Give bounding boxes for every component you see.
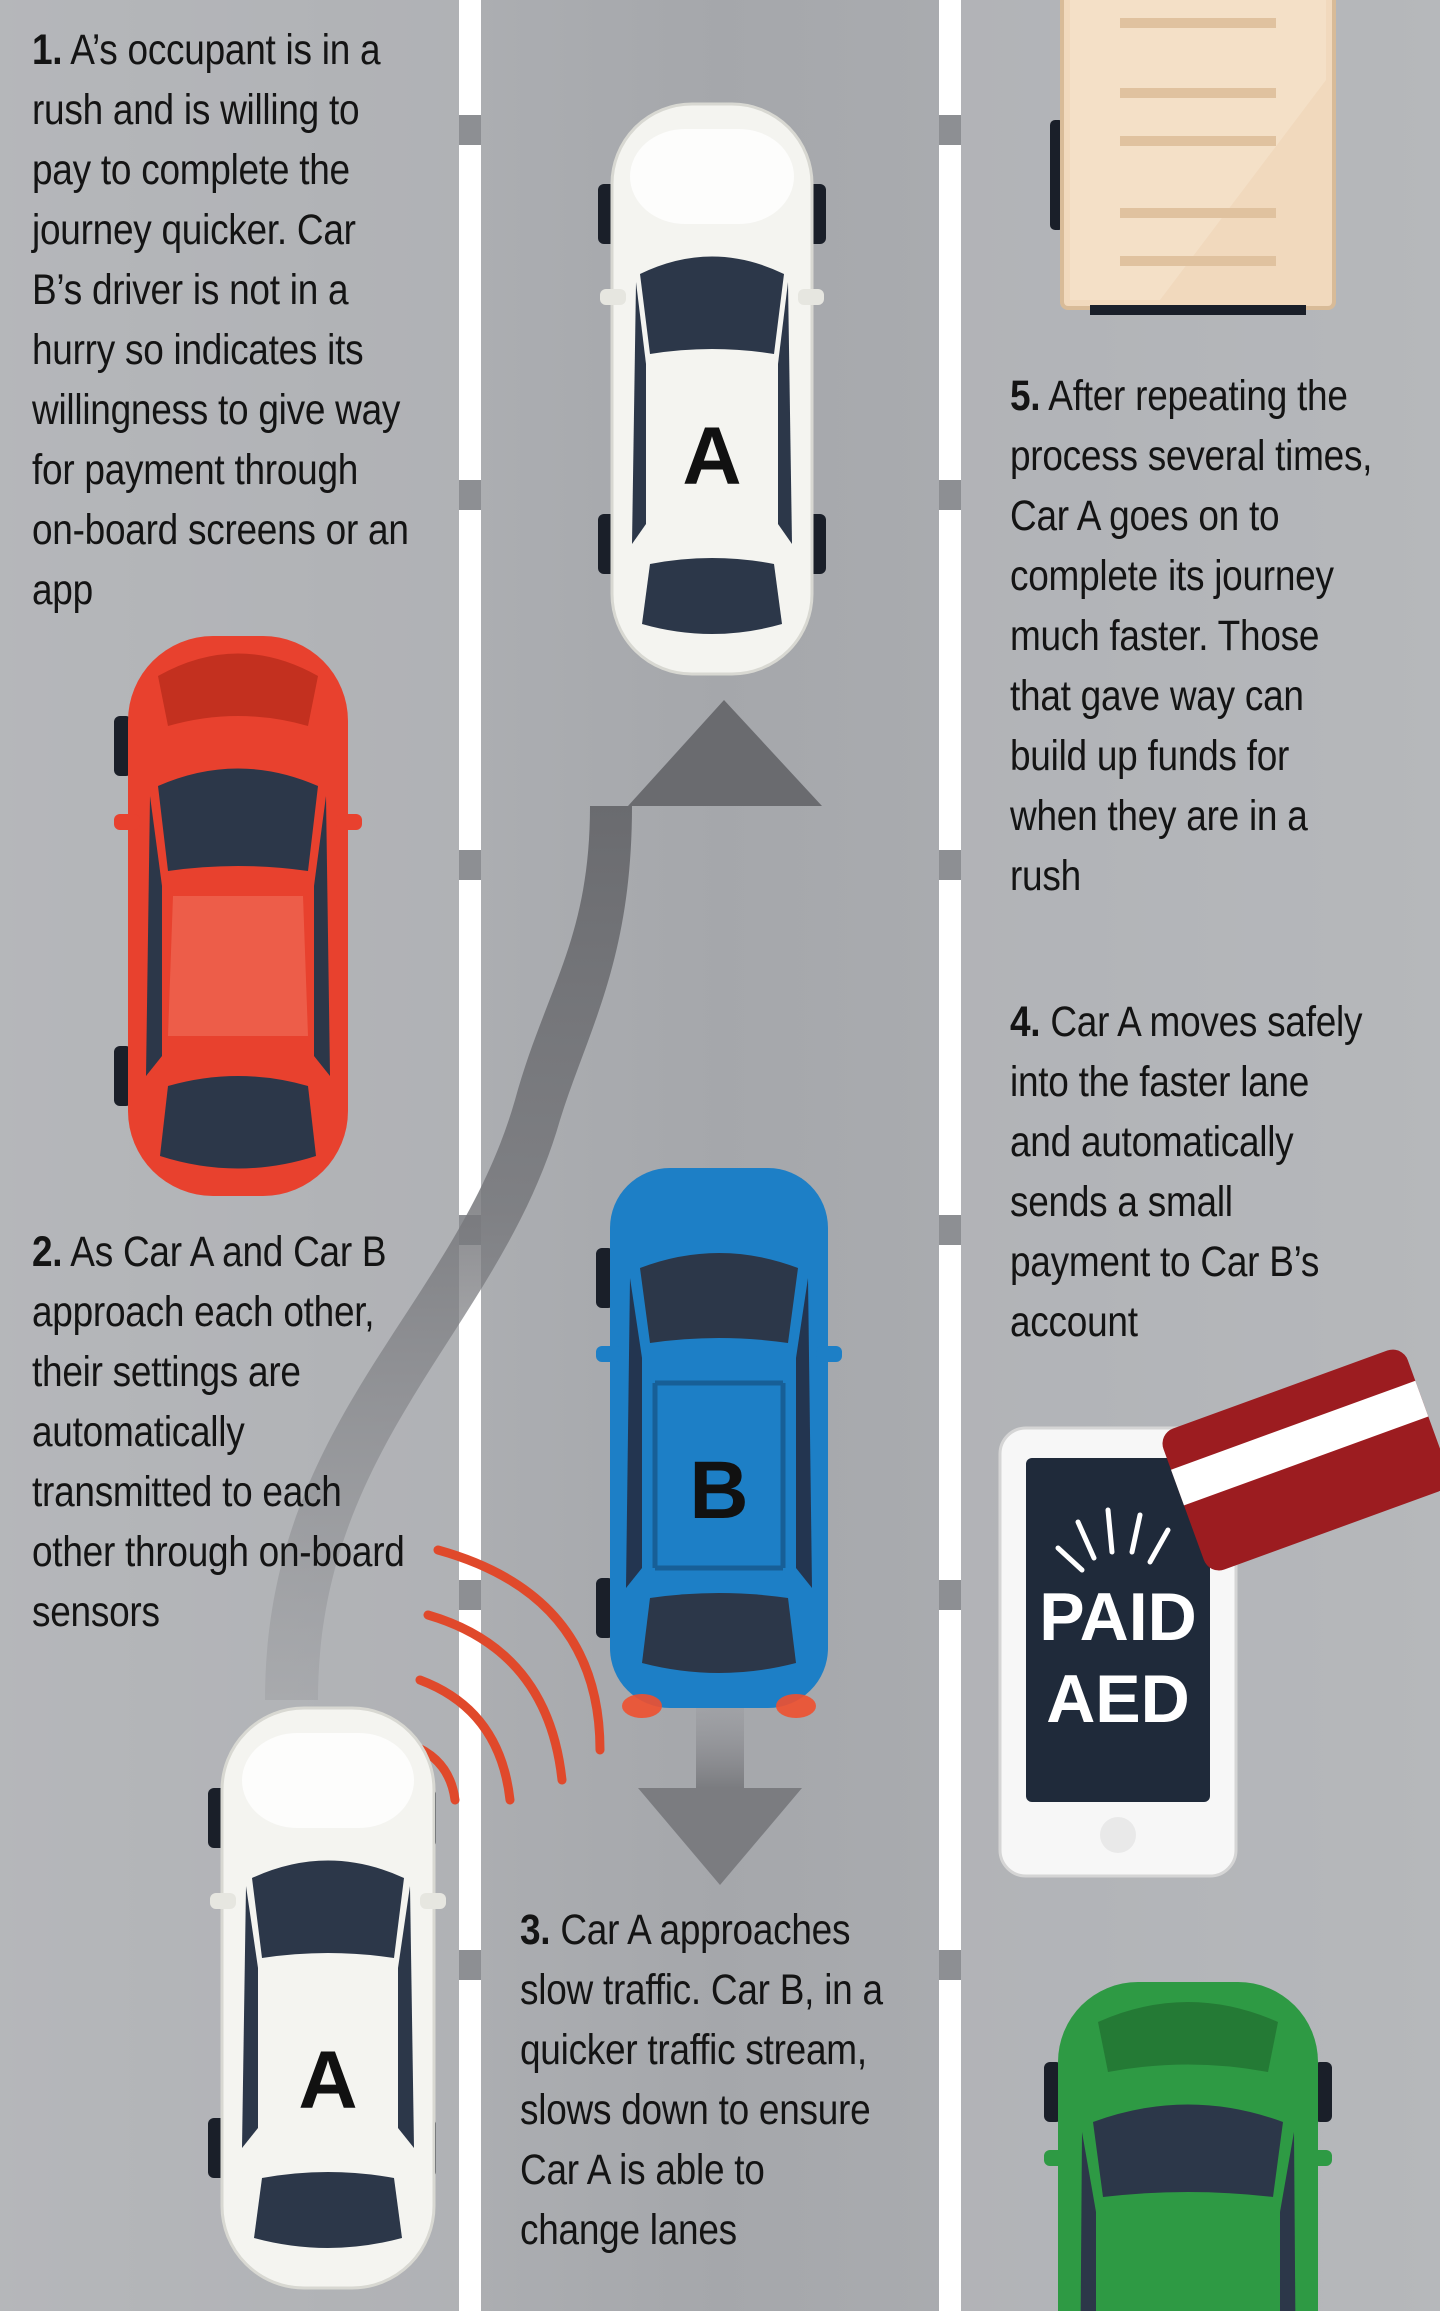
car-a-top-label: A xyxy=(682,411,741,502)
green-car xyxy=(1044,1982,1332,2311)
step-3-number: 3. xyxy=(520,1906,551,1954)
step-2-caption: 2. As Car A and Car B approach each othe… xyxy=(32,1222,410,1642)
phone-paid-text: PAID xyxy=(1039,1579,1196,1655)
phone-home-button xyxy=(1100,1817,1136,1853)
car-b-label: B xyxy=(689,1445,748,1536)
step-5-number: 5. xyxy=(1010,372,1041,420)
phone-aed-text: AED xyxy=(1046,1661,1190,1737)
lane-line-right xyxy=(939,0,961,2311)
slowdown-arrow-shaft xyxy=(696,1700,744,1788)
step-2-text: As Car A and Car B approach each other, … xyxy=(32,1228,405,1636)
truck xyxy=(1050,0,1336,315)
car-a-bottom-label: A xyxy=(298,2035,357,2126)
step-1-number: 1. xyxy=(32,26,63,74)
lane-change-arrowhead-main xyxy=(628,700,822,806)
car-b: B xyxy=(596,1168,842,1718)
step-4-number: 4. xyxy=(1010,998,1041,1046)
phone-screen xyxy=(1026,1458,1210,1802)
phone: PAID AED xyxy=(998,1426,1238,1878)
payment-card xyxy=(1162,1349,1440,1571)
step-3-text: Car A approaches slow traffic. Car B, in… xyxy=(520,1906,883,2254)
step-5-text: After repeating the process several time… xyxy=(1010,372,1373,900)
lane-change-arrow-body xyxy=(265,806,632,1700)
step-1-text: A’s occupant is in a rush and is willing… xyxy=(32,26,409,614)
lane-line-left xyxy=(459,0,481,2311)
slowdown-arrowhead xyxy=(638,1788,802,1885)
step-5-caption: 5. After repeating the process several t… xyxy=(1010,366,1376,906)
car-a-top: A xyxy=(598,102,826,676)
step-4-caption: 4. Car A moves safely into the faster la… xyxy=(1010,992,1376,1352)
step-1-caption: 1. A’s occupant is in a rush and is will… xyxy=(32,20,410,620)
step-3-caption: 3. Car A approaches slow traffic. Car B,… xyxy=(520,1900,890,2260)
red-car xyxy=(114,636,362,1196)
step-2-number: 2. xyxy=(32,1228,63,1276)
sparkle-icon xyxy=(1055,1507,1171,1573)
sensor-waves xyxy=(407,1545,605,1805)
step-4-text: Car A moves safely into the faster lane … xyxy=(1010,998,1363,1346)
car-a-bottom: A xyxy=(208,1706,446,2290)
